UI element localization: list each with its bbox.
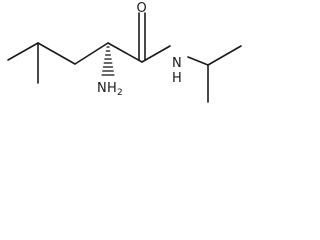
oxygen-label: O [137,1,147,16]
amine-nitrogen-label: N [97,81,107,96]
amine-subscript-label: 2 [117,88,123,98]
amide-nh-label: N H [172,56,182,86]
amide-nitrogen-label: N [172,56,182,71]
bond-carbonyl-nitrogen [141,45,171,63]
bond-isopropyl-upper [207,45,242,66]
bond-alpha-carbonyl [107,42,143,63]
bond-branch-ch2 [37,42,76,65]
amine-nh2-label: N H 2 [97,81,123,98]
amide-hydrogen-label: H [172,71,182,86]
bond-methyl-upper [7,42,39,61]
bond-nitrogen-isopropyl [187,56,209,66]
stereo-hashed-wedge [101,46,115,76]
skeleton-bonds [7,12,242,103]
amine-hydrogen-label: H [107,81,117,96]
chemical-structure-diagram: O N H N H 2 [7,1,242,103]
bond-ch2-alpha [74,42,109,65]
